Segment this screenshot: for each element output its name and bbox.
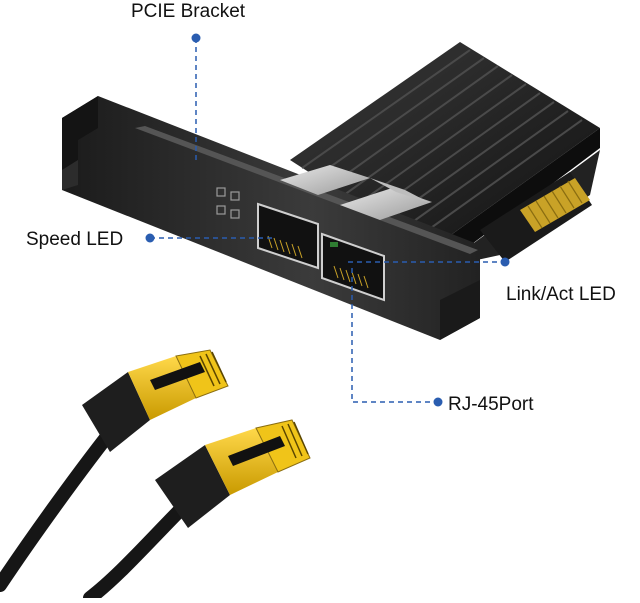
callout-lines bbox=[150, 38, 505, 403]
port-indicator-icons bbox=[216, 187, 240, 219]
link-act-led-label: Link/Act LED bbox=[506, 284, 616, 305]
callout-dots bbox=[145, 33, 510, 407]
ethernet-cable-2 bbox=[83, 419, 311, 603]
callout-line-rj45 bbox=[351, 268, 438, 403]
callout-dot-link-act bbox=[500, 257, 510, 267]
pcie-bracket-label: PCIE Bracket bbox=[131, 1, 246, 22]
pcb-board bbox=[440, 150, 600, 268]
speed-led-indicator bbox=[330, 242, 338, 247]
callout-dot-rj45 bbox=[433, 397, 443, 407]
rj45-port-label: RJ-45Port bbox=[448, 394, 534, 415]
callout-dot-speed-led bbox=[145, 233, 155, 243]
rj45-port-2 bbox=[321, 232, 385, 302]
speed-led-label: Speed LED bbox=[26, 229, 124, 250]
callout-dot-bracket bbox=[191, 33, 201, 43]
rj45-jack-housings bbox=[280, 165, 432, 220]
ethernet-cable-1 bbox=[0, 349, 229, 592]
rj45-port-1 bbox=[257, 202, 319, 270]
